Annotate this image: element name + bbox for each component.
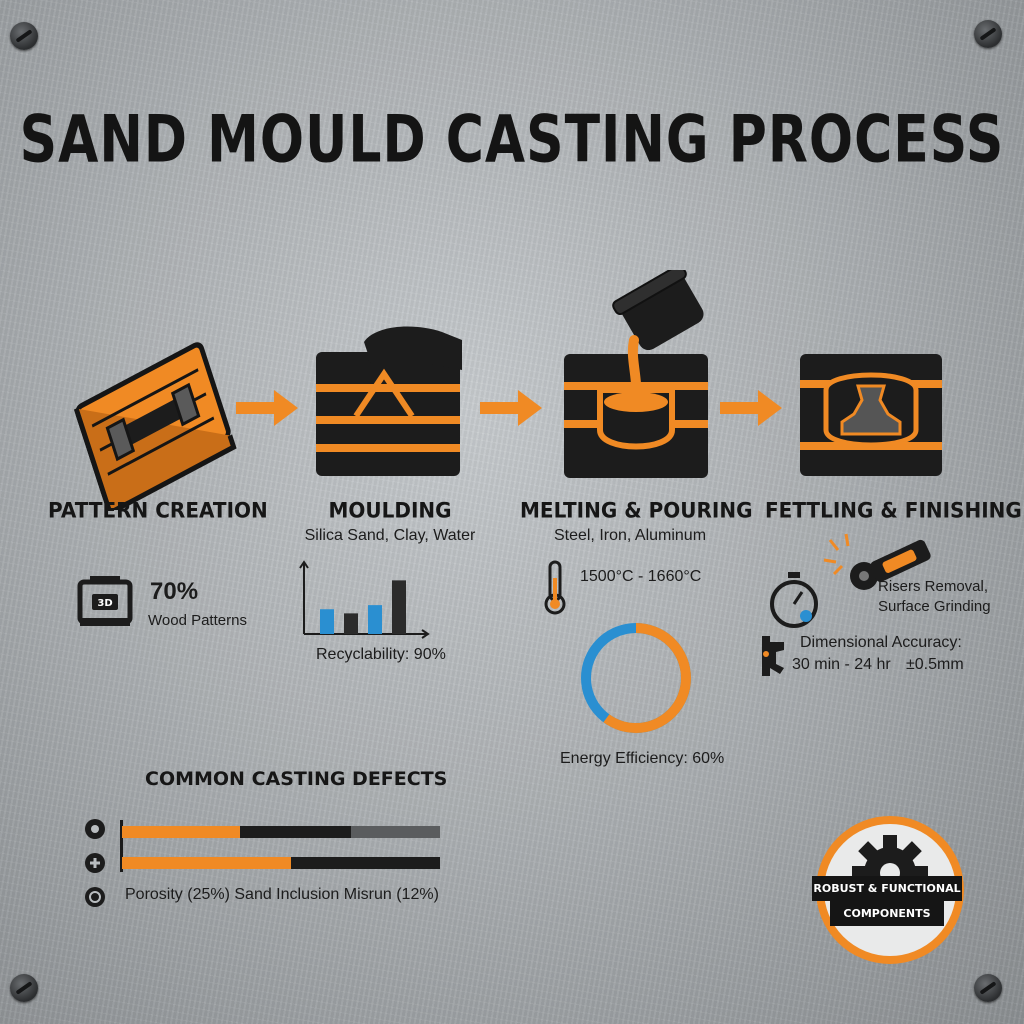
screw-bottom-left: [10, 974, 38, 1002]
wood-pattern-stat: 70%: [150, 578, 199, 605]
y-axis-arrow: [299, 560, 309, 569]
sand-inclusion-icon: [85, 853, 105, 873]
defects-axis: [120, 820, 123, 872]
dimensional-accuracy-label: Dimensional Accuracy:: [800, 634, 962, 651]
step-label-fettling: FETTLING & FINISHING: [765, 497, 1022, 523]
recyclability-bar-3: [368, 605, 382, 634]
recyclability-bar-2: [344, 613, 358, 634]
porosity-icon: [85, 819, 105, 839]
energy-efficiency-caption: Energy Efficiency: 60%: [560, 750, 725, 767]
finished-casting-icon: [800, 354, 942, 476]
defect-bar-2-segment-1: [122, 857, 291, 869]
recyclability-chart: [299, 560, 430, 639]
3d-printer-icon: 3D: [77, 576, 133, 626]
step-sub-melting: Steel, Iron, Aluminum: [553, 527, 707, 544]
tolerance-value: ±0.5mm: [906, 656, 964, 673]
fettling-task-line2: Surface Grinding: [878, 598, 991, 615]
arrow-right-icon: [720, 390, 782, 426]
thermometer-icon: [544, 560, 566, 615]
stopwatch-icon: [770, 572, 818, 628]
arrow-right-icon: [480, 390, 542, 426]
wood-pattern-icon: [73, 342, 237, 510]
defects-title: COMMON CASTING DEFECTS: [145, 768, 448, 790]
misrun-icon: [85, 887, 105, 907]
recyclability-caption: Recyclability: 90%: [316, 646, 446, 663]
angle-grinder-icon: [823, 533, 931, 590]
step-label-melting: MELTING & POURING: [520, 497, 753, 523]
screw-top-left: [10, 22, 38, 50]
badge-line1: ROBUST & FUNCTIONAL: [812, 876, 962, 901]
time-range: 30 min - 24 hr: [792, 656, 891, 673]
step-label-pattern: PATTERN CREATION: [48, 497, 268, 523]
printer-label: 3D: [97, 598, 112, 609]
step-label-moulding: MOULDING: [328, 497, 452, 523]
arrow-right-icon: [236, 390, 298, 426]
defect-bar-1-segment-3: [350, 826, 440, 838]
defect-bar-2: [122, 857, 440, 869]
temperature-range: 1500°C - 1660°C: [580, 568, 702, 585]
wood-pattern-label: Wood Patterns: [148, 612, 247, 629]
screw-bottom-right: [974, 974, 1002, 1002]
recyclability-bar-4: [392, 580, 406, 634]
page-title: SAND MOULD CASTING PROCESS: [19, 102, 1005, 178]
x-axis-arrow: [421, 629, 430, 639]
moulding-box-icon: [316, 326, 462, 476]
defect-bar-1: [122, 826, 440, 838]
defect-bar-1-segment-2: [239, 826, 351, 838]
defects-legend: Porosity (25%) Sand Inclusion Misrun (12…: [125, 886, 439, 903]
badge-text: ROBUST & FUNCTIONAL COMPONENTS: [812, 876, 962, 926]
step-sub-moulding: Silica Sand, Clay, Water: [304, 527, 476, 544]
fettling-task-line1: Risers Removal,: [878, 578, 989, 595]
screw-top-right: [974, 20, 1002, 48]
caliper-icon: [762, 636, 784, 676]
energy-efficiency-ring: [581, 623, 691, 733]
defect-bar-1-segment-1: [122, 826, 240, 838]
recyclability-bar-1: [320, 609, 334, 634]
defect-bar-2-segment-2: [290, 857, 440, 869]
badge-line2: COMPONENTS: [830, 901, 944, 926]
ladle-pouring-icon: [564, 270, 708, 478]
ring-efficiency-arc: [581, 623, 691, 733]
